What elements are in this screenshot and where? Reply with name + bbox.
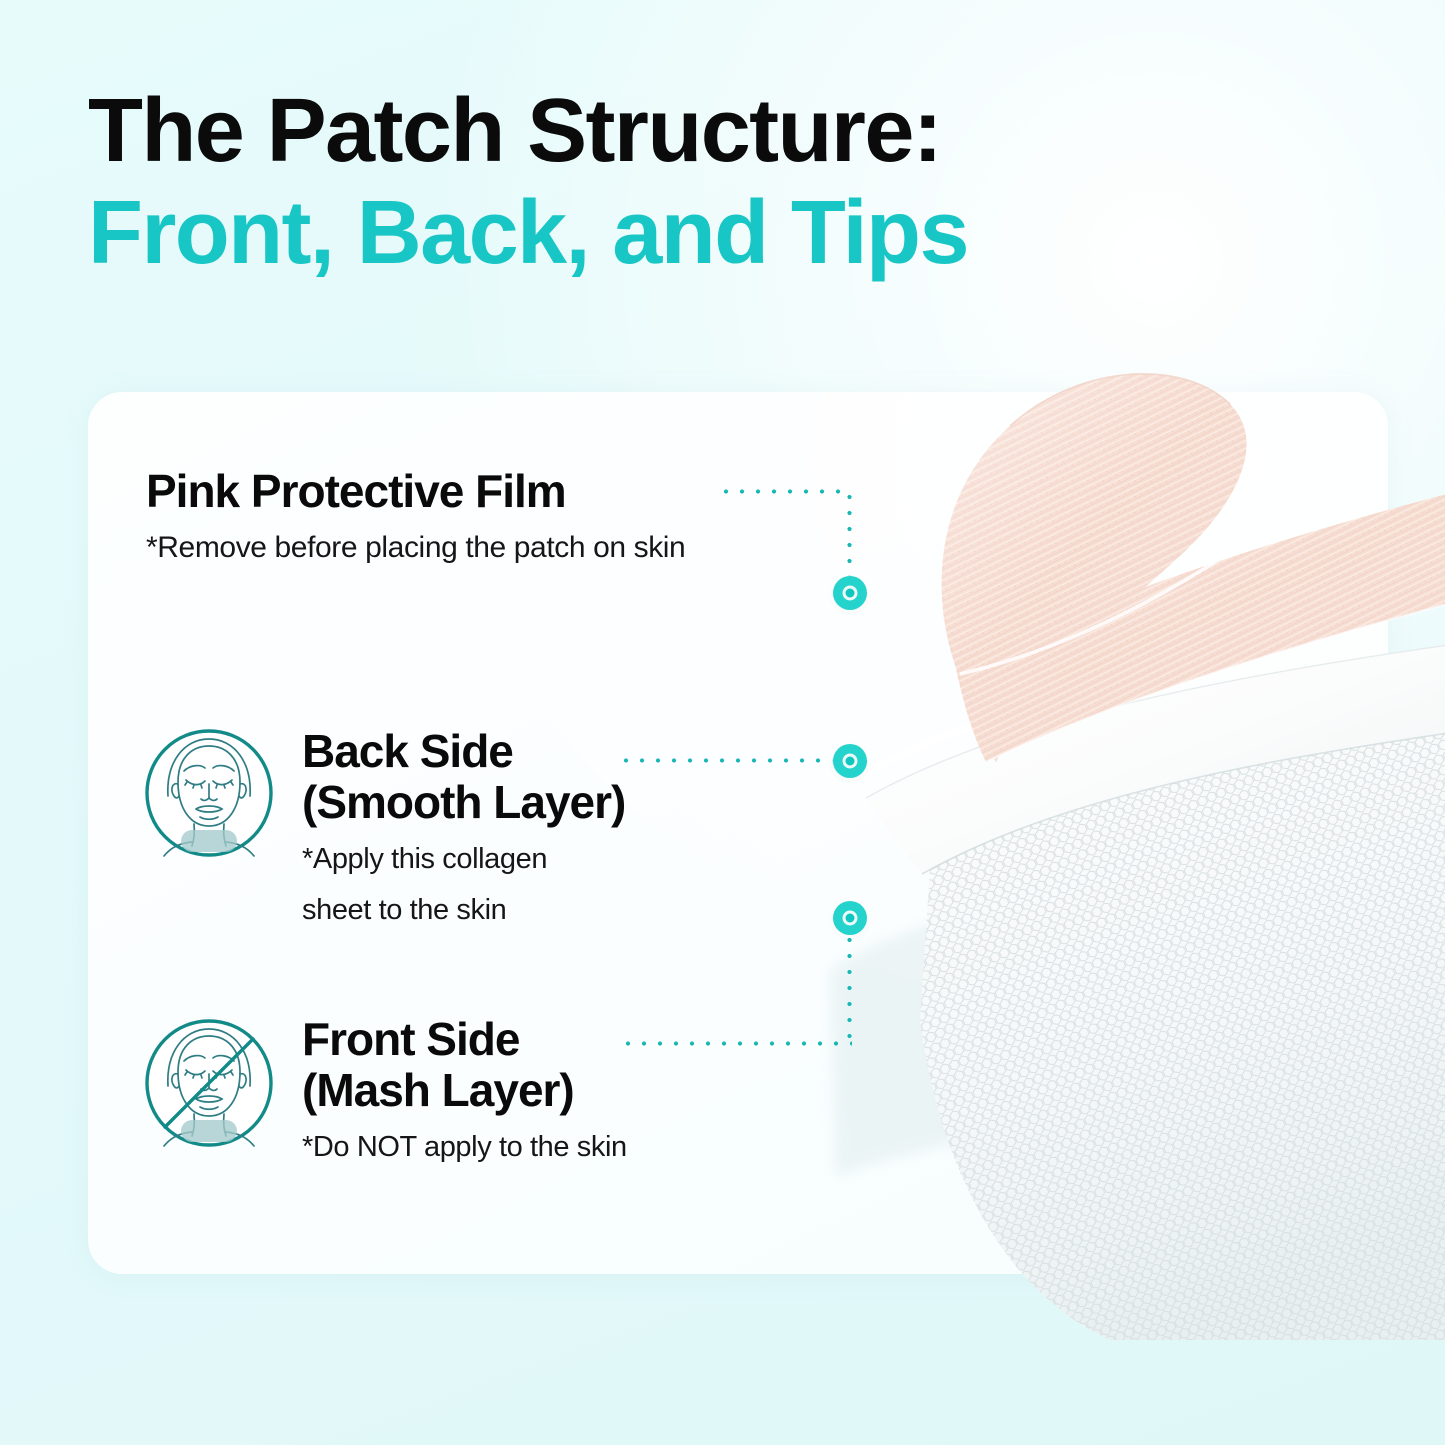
callout-pink-protective-film: Pink Protective Film *Remove before plac… <box>146 465 686 567</box>
callout-back-side: Back Side (Smooth Layer) *Apply this col… <box>302 725 626 929</box>
callout-front-side: Front Side (Mash Layer) *Do NOT apply to… <box>302 1014 627 1166</box>
anchor-dot-front-side[interactable] <box>833 901 867 935</box>
callout-note-line1: *Apply this collagen <box>302 843 548 876</box>
title-line-primary: The Patch Structure: <box>88 81 943 181</box>
face-neck-patch-prohibited-icon <box>142 1016 276 1150</box>
callout-heading-line2: (Smooth Layer) <box>302 775 626 828</box>
callout-heading: Pink Protective Film <box>146 465 567 517</box>
face-neck-patch-allowed-icon <box>142 726 276 860</box>
callout-note: *Remove before placing the patch on skin <box>146 530 686 564</box>
callout-heading-line2: (Mash Layer) <box>302 1063 575 1116</box>
callout-heading-line1: Front Side <box>302 1013 520 1065</box>
anchor-dot-back-side[interactable] <box>833 744 867 778</box>
title-line-secondary: Front, Back, and Tips <box>88 182 970 283</box>
callout-note-line2: sheet to the skin <box>302 894 507 927</box>
callout-heading-line1: Back Side <box>302 725 514 777</box>
page-title: The Patch Structure: Front, Back, and Ti… <box>88 81 1188 283</box>
anchor-dot-pink-protective-film[interactable] <box>833 576 867 610</box>
callout-note: *Do NOT apply to the skin <box>302 1131 627 1164</box>
